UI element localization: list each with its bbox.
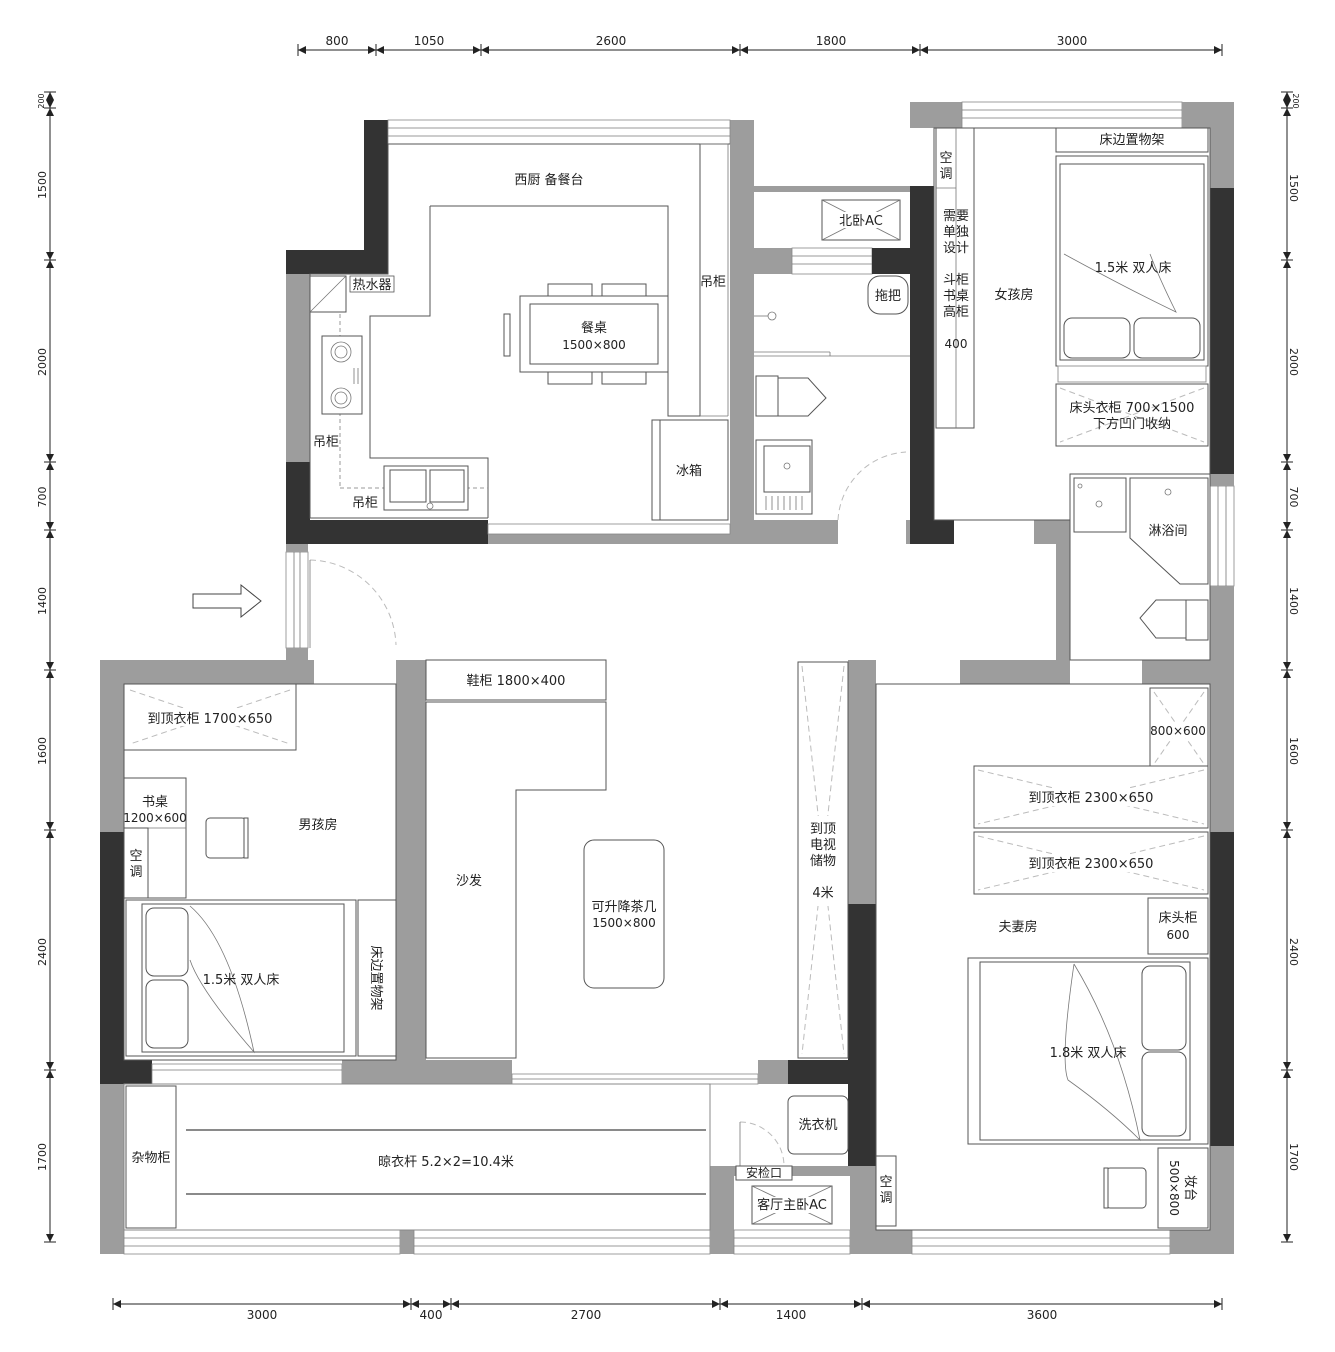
north-ac-label: 北卧AC xyxy=(839,214,883,229)
dim-right-4: 700 xyxy=(1287,487,1300,508)
dim-right-8: 1700 xyxy=(1287,1143,1300,1171)
dim-right-6: 1600 xyxy=(1287,737,1300,765)
master-room-label: 夫妻房 xyxy=(998,919,1037,935)
girls-bed-label: 1.5米 双人床 xyxy=(1095,261,1172,276)
girls-shelf-label: 床边置物架 xyxy=(1099,133,1164,148)
master-ac-line-2: 调 xyxy=(879,1191,892,1206)
dim-left-5: 1400 xyxy=(36,587,49,615)
boys-ac-line-1: 空 xyxy=(129,849,142,864)
girls-desk-label: 需要 单独 设计 斗柜 书桌 高柜 400 xyxy=(943,209,969,351)
living-room: 鞋柜 1800×400 沙发 可升降茶几 1500×800 到顶 电视 储物 4… xyxy=(425,659,849,1059)
boys-desk-line-2: 1200×600 xyxy=(123,811,187,825)
dim-left-7: 2400 xyxy=(36,938,49,966)
tv-storage-line-3: 储物 xyxy=(810,854,836,869)
dim-left-1: 200 xyxy=(37,93,46,108)
boys-ac-line-2: 调 xyxy=(129,865,142,880)
dim-top-5: 3000 xyxy=(1057,34,1088,48)
kitchen-label: 西厨 备餐台 xyxy=(514,172,583,188)
master-wardrobe-2-label: 到顶衣柜 2300×650 xyxy=(1029,856,1154,872)
boys-wardrobe-label: 到顶衣柜 1700×650 xyxy=(148,711,273,727)
access-label: 安检口 xyxy=(746,1165,782,1180)
boys-shelf-label: 床边置物架 xyxy=(368,945,383,1010)
dimension-right: 200 1500 2000 700 1400 1600 2400 1700 xyxy=(1281,91,1300,1243)
coffee-table-line-2: 1500×800 xyxy=(592,916,656,930)
walls xyxy=(100,101,1235,1255)
girls-desk-line-6: 书桌 xyxy=(943,289,969,304)
dim-left-8: 1700 xyxy=(36,1143,49,1171)
dim-right-7: 2400 xyxy=(1287,938,1300,966)
boys-desk-line-1: 书桌 xyxy=(142,795,168,810)
girls-wardrobe-line-1: 床头衣柜 700×1500 xyxy=(1070,400,1195,416)
dim-bottom-1: 3000 xyxy=(247,1308,278,1322)
tv-storage-line-1: 到顶 xyxy=(810,822,836,837)
dimension-top: 800 1050 2600 1800 3000 xyxy=(297,34,1223,56)
girls-room: 空 调 需要 单独 设计 斗柜 书桌 高柜 400 女孩房 床边置物架 1.5米… xyxy=(933,127,1211,521)
girls-desk-line-5: 斗柜 xyxy=(943,273,969,288)
wall-cabinet-left-label: 吊柜 xyxy=(313,435,339,450)
water-heater-label: 热水器 xyxy=(352,278,391,293)
shower-room: 淋浴间 xyxy=(1069,473,1211,661)
tv-storage-line-5: 4米 xyxy=(812,886,833,901)
sofa-label: 沙发 xyxy=(456,873,482,889)
dim-left-6: 1600 xyxy=(36,737,49,765)
girls-ac-label-2: 调 xyxy=(939,167,952,182)
nightstand-line-2: 600 xyxy=(1167,928,1190,942)
kitchen: 西厨 备餐台 餐桌 1500×800 热水器 吊柜 吊柜 吊柜 xyxy=(309,143,730,521)
dim-top-1: 800 xyxy=(326,34,349,48)
boys-room: 到顶衣柜 1700×650 书桌 1200×600 空 调 男孩房 1.5米 双… xyxy=(123,683,397,1061)
master-cabinet-label: 800×600 xyxy=(1150,724,1206,738)
dimension-left: 200 1500 2000 700 1400 1600 2400 1700 xyxy=(36,91,56,1243)
dim-left-3: 2000 xyxy=(36,348,49,376)
mop-label: 拖把 xyxy=(875,289,901,304)
entry-arrow-icon xyxy=(192,583,262,619)
coffee-table-line-1: 可升降茶几 xyxy=(591,899,656,915)
dim-right-3: 2000 xyxy=(1287,348,1300,376)
dim-left-4: 700 xyxy=(36,487,49,508)
storage-cabinet-label: 杂物柜 xyxy=(131,1151,170,1166)
north-bath: 北卧AC 拖把 xyxy=(754,199,910,515)
girls-ac-label-1: 空 xyxy=(939,151,952,166)
dresser-line-1: 妆台 xyxy=(1182,1175,1197,1201)
dim-right-5: 1400 xyxy=(1287,587,1300,615)
master-wardrobe-1-label: 到顶衣柜 2300×650 xyxy=(1029,790,1154,806)
dining-table-label: 餐桌 xyxy=(581,320,607,336)
girls-desk-line-7: 高柜 xyxy=(943,304,969,320)
clothes-rail-label: 晾衣杆 5.2×2=10.4米 xyxy=(378,1154,514,1170)
shoe-cabinet-label: 鞋柜 1800×400 xyxy=(467,673,566,689)
dining-table-size: 1500×800 xyxy=(562,338,626,352)
master-ac-line-1: 空 xyxy=(879,1175,892,1190)
wall-cabinet-bottom-label: 吊柜 xyxy=(352,496,378,511)
girls-desk-line-9: 400 xyxy=(945,337,968,351)
dim-top-2: 1050 xyxy=(414,34,445,48)
dresser-line-2: 500×800 xyxy=(1167,1160,1181,1216)
girls-wardrobe-line-2: 下方凹门收纳 xyxy=(1093,416,1171,432)
dim-bottom-4: 1400 xyxy=(776,1308,807,1322)
dim-right-2: 1500 xyxy=(1287,174,1300,202)
living-ac-label: 客厅主卧AC xyxy=(757,1197,827,1213)
master-bed-label: 1.8米 双人床 xyxy=(1050,1046,1127,1061)
girls-desk-line-1: 需要 xyxy=(943,209,969,224)
dim-right-1: 200 xyxy=(1291,93,1300,108)
boys-bed-label: 1.5米 双人床 xyxy=(203,973,280,988)
wall-cabinet-right-label: 吊柜 xyxy=(700,275,726,290)
tv-storage-line-2: 电视 xyxy=(810,838,836,853)
girls-desk-line-3: 设计 xyxy=(943,241,969,256)
girls-room-label: 女孩房 xyxy=(994,287,1033,303)
shower-label: 淋浴间 xyxy=(1148,524,1187,539)
dim-top-3: 2600 xyxy=(596,34,627,48)
dim-bottom-3: 2700 xyxy=(571,1308,602,1322)
dim-left-2: 1500 xyxy=(36,171,49,199)
nightstand-line-1: 床头柜 xyxy=(1158,911,1197,926)
dimension-bottom: 3000 400 2700 1400 3600 xyxy=(112,1298,1223,1322)
girls-desk-line-2: 单独 xyxy=(943,225,969,240)
dim-top-4: 1800 xyxy=(816,34,847,48)
balcony: 杂物柜 晾衣杆 5.2×2=10.4米 洗衣机 安检口 客厅主卧AC xyxy=(123,1083,849,1231)
boys-room-label: 男孩房 xyxy=(298,817,337,833)
washer-label: 洗衣机 xyxy=(798,1117,837,1133)
dim-bottom-2: 400 xyxy=(420,1308,443,1322)
master-room: 800×600 到顶衣柜 2300×650 到顶衣柜 2300×650 床头柜 … xyxy=(875,683,1211,1231)
fridge-label: 冰箱 xyxy=(676,463,702,479)
dim-bottom-5: 3600 xyxy=(1027,1308,1058,1322)
